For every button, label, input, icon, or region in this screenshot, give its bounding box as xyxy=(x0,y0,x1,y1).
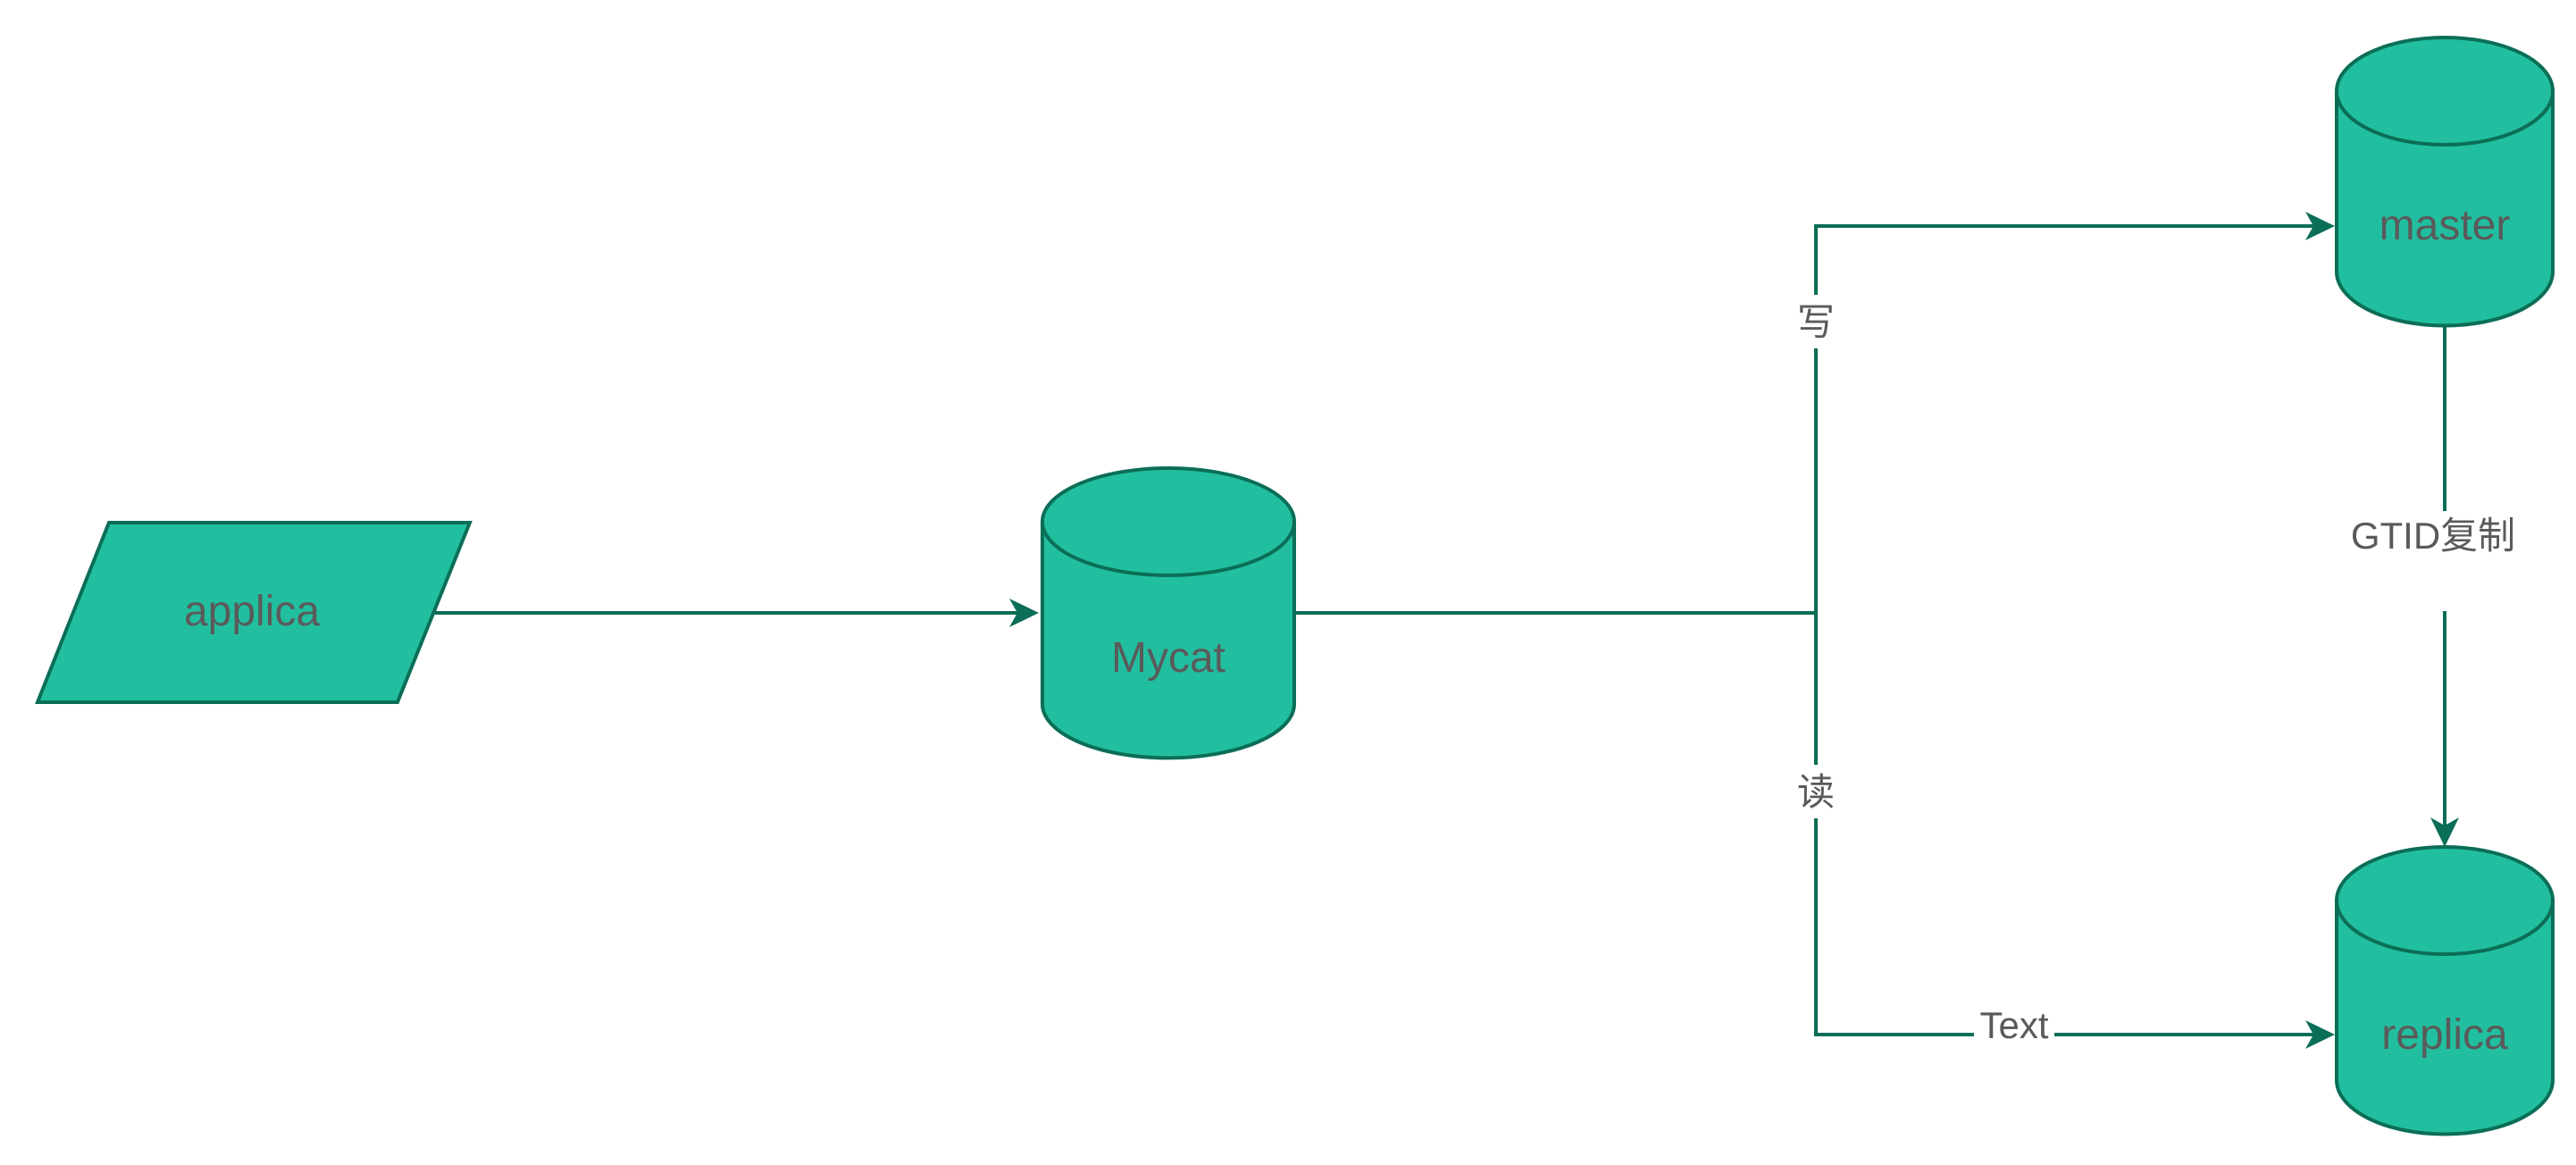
cylinder-body xyxy=(2335,91,2555,328)
cylinder-body xyxy=(2335,901,2555,1136)
node-applica[interactable]: applica xyxy=(35,521,473,704)
edge-label-gtid: GTID复制 xyxy=(2351,515,2515,557)
edge-applica-to-mycat xyxy=(435,599,1039,627)
cylinder-body xyxy=(1041,522,1296,760)
arrowhead xyxy=(2430,817,2459,847)
edge-label-read: 读 xyxy=(1797,771,1835,813)
node-label-replica: replica xyxy=(2381,1011,2508,1059)
parallelogram-shape xyxy=(35,521,473,704)
edge-mycat-to-master: 写 xyxy=(1791,212,2335,613)
edge-master-to-replica: GTID复制 xyxy=(2351,326,2515,847)
edge-label-text: Text xyxy=(1979,1004,2048,1046)
arrowhead xyxy=(2305,212,2335,240)
arrowhead xyxy=(2305,1020,2335,1049)
node-label-applica: applica xyxy=(184,588,320,635)
arrowhead xyxy=(1009,599,1039,627)
node-replica[interactable]: replica xyxy=(2335,845,2555,1136)
cylinder-top xyxy=(2335,36,2555,147)
edge-mycat-to-replica: 读 Text xyxy=(1791,613,2335,1050)
node-label-master: master xyxy=(2379,202,2511,249)
cylinder-top xyxy=(1041,466,1296,577)
node-mycat[interactable]: Mycat xyxy=(1041,466,1296,760)
cylinder-top xyxy=(2335,845,2555,956)
node-label-mycat: Mycat xyxy=(1111,634,1225,682)
edge-label-write: 写 xyxy=(1797,301,1835,343)
node-master[interactable]: master xyxy=(2335,36,2555,328)
